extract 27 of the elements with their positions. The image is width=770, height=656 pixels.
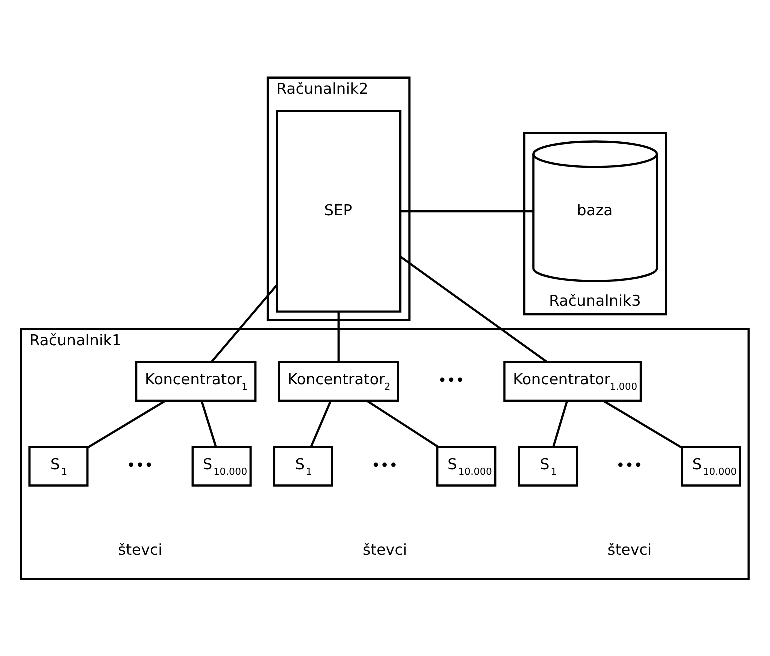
node-box: S$_{1}$ xyxy=(518,446,578,486)
connector xyxy=(603,400,683,448)
connector xyxy=(87,400,166,448)
node-box: S$_{10.000}$ xyxy=(681,446,742,486)
node-box: Koncentrator$_{1}$ xyxy=(135,360,257,402)
node-box: SEP xyxy=(276,110,402,312)
connector xyxy=(400,210,534,212)
label: ••• xyxy=(616,456,643,474)
node-box: S$_{1}$ xyxy=(273,446,334,486)
label: ••• xyxy=(438,371,465,390)
connector xyxy=(366,400,439,448)
label: števci xyxy=(362,540,408,559)
node-box: S$_{10.000}$ xyxy=(192,446,252,486)
connector xyxy=(211,284,278,362)
connector xyxy=(200,400,218,447)
label: števci xyxy=(608,540,652,559)
label: ••• xyxy=(372,456,398,474)
label: ••• xyxy=(126,456,154,474)
connector xyxy=(310,400,332,447)
node-box: Koncentrator$_{2}$ xyxy=(278,360,400,402)
connector xyxy=(338,312,340,362)
connector xyxy=(552,400,568,447)
node-box: S$_{1}$ xyxy=(28,446,89,486)
connector xyxy=(400,256,548,362)
label: števci xyxy=(118,540,163,559)
node-box: S$_{10.000}$ xyxy=(436,446,497,486)
node-box: Koncentrator$_{1.000}$ xyxy=(504,360,642,402)
